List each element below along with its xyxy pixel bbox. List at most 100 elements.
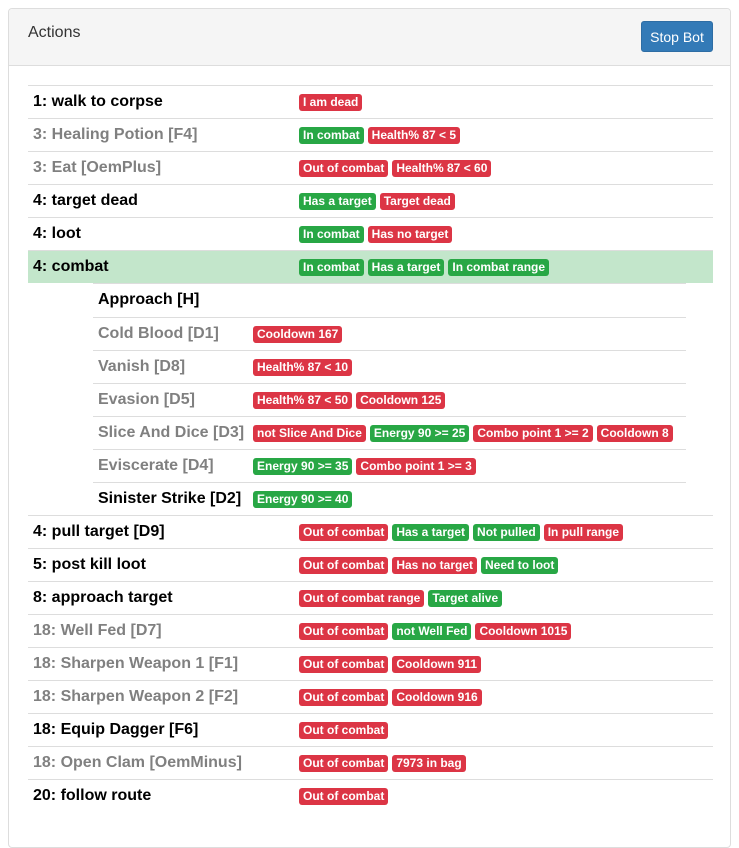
stop-bot-button[interactable]: Stop Bot [641,21,713,52]
condition-badges: Energy 90 >= 40 [253,491,356,508]
condition-badges: Health% 87 < 10 [253,359,356,376]
condition-badge: Out of combat [299,160,389,177]
action-name: 18: Open Clam [OemMinus] [33,754,242,771]
condition-badge: 7973 in bag [392,755,466,772]
condition-badge: Cooldown 916 [392,689,482,706]
action-name: 5: post kill loot [33,556,146,573]
condition-badge: Target dead [379,193,455,210]
condition-badge: Out of combat [299,689,389,706]
condition-badge: Out of combat [299,623,389,640]
action-name: 18: Sharpen Weapon 1 [F1] [33,655,239,672]
condition-badge: Combo point 1 >= 3 [356,458,476,475]
actions-table: 1: walk to corpse I am dead 3: Healing Pot… [28,85,713,812]
condition-badges: Cooldown 167 [253,326,346,343]
condition-badge: Cooldown 125 [356,392,446,409]
condition-badge: Has no target [367,226,453,243]
condition-badge: In combat [299,226,364,243]
condition-badge: Has a target [392,524,470,541]
action-name: 3: Eat [OemPlus] [33,159,162,176]
condition-badge: Out of combat [299,557,389,574]
condition-badge: I am dead [299,94,363,111]
action-name: 8: approach target [33,589,173,606]
action-row-sinister-strike-d2: Sinister Strike [D2] Energy 90 >= 40 [93,482,686,515]
condition-badges: I am dead [299,94,366,111]
action-name: Vanish [D8] [98,358,186,375]
action-name: 18: Equip Dagger [F6] [33,721,199,738]
condition-badge: In pull range [543,524,624,541]
condition-badge: Health% 87 < 5 [367,127,461,144]
panel-title: Actions [28,24,81,41]
action-name: Slice And Dice [D3] [98,424,245,441]
condition-badge: Cooldown 8 [596,425,673,442]
condition-badge: not Slice And Dice [253,425,366,442]
action-name: Evasion [D5] [98,391,195,408]
condition-badge: Out of combat [299,722,389,739]
condition-badge: In combat range [448,259,550,276]
action-name: 4: combat [33,258,109,275]
action-name: 4: loot [33,225,81,242]
condition-badge: Energy 90 >= 40 [253,491,353,508]
condition-badge: Health% 87 < 50 [253,392,353,409]
action-name: 1: walk to corpse [33,93,163,110]
condition-badge: not Well Fed [392,623,472,640]
condition-badge: Cooldown 167 [253,326,343,343]
condition-badge: Out of combat [299,788,389,805]
condition-badge: Health% 87 < 10 [253,359,353,376]
condition-badge: Out of combat [299,755,389,772]
action-row-vanish-d8: Vanish [D8] Health% 87 < 10 [93,350,686,383]
action-row-approach-h: Approach [H] [93,284,686,317]
condition-badge: Combo point 1 >= 2 [473,425,593,442]
condition-badge: Energy 90 >= 35 [253,458,353,475]
condition-badges: Out of combat [299,722,392,739]
condition-badge: Out of combat [299,524,389,541]
action-row-1-walk-to-corpse: 1: walk to corpse I am dead [28,85,713,118]
condition-badge: Target alive [428,590,503,607]
action-name: 4: target dead [33,192,138,209]
action-name: Eviscerate [D4] [98,457,214,474]
condition-badge: Out of combat range [299,590,425,607]
action-name: Approach [H] [98,291,200,308]
action-name: Cold Blood [D1] [98,325,219,342]
condition-badge: Not pulled [473,524,540,541]
action-row-18-equip-dagger-f6: 18: Equip Dagger [F6] Out of combat [28,713,713,746]
condition-badge: Cooldown 1015 [475,623,572,640]
condition-badge: In combat [299,127,364,144]
condition-badge: Has no target [392,557,478,574]
action-name: 20: follow route [33,787,152,804]
condition-badge: Need to loot [481,557,559,574]
action-name: Sinister Strike [D2] [98,490,242,507]
action-row-cold-blood-d1: Cold Blood [D1] Cooldown 167 [93,317,686,350]
condition-badge: In combat [299,259,364,276]
condition-badge: Cooldown 911 [392,656,482,673]
condition-badge: Health% 87 < 60 [392,160,492,177]
action-row-20-follow-route: 20: follow route Out of combat [28,779,713,812]
action-name: 18: Sharpen Weapon 2 [F2] [33,688,239,705]
